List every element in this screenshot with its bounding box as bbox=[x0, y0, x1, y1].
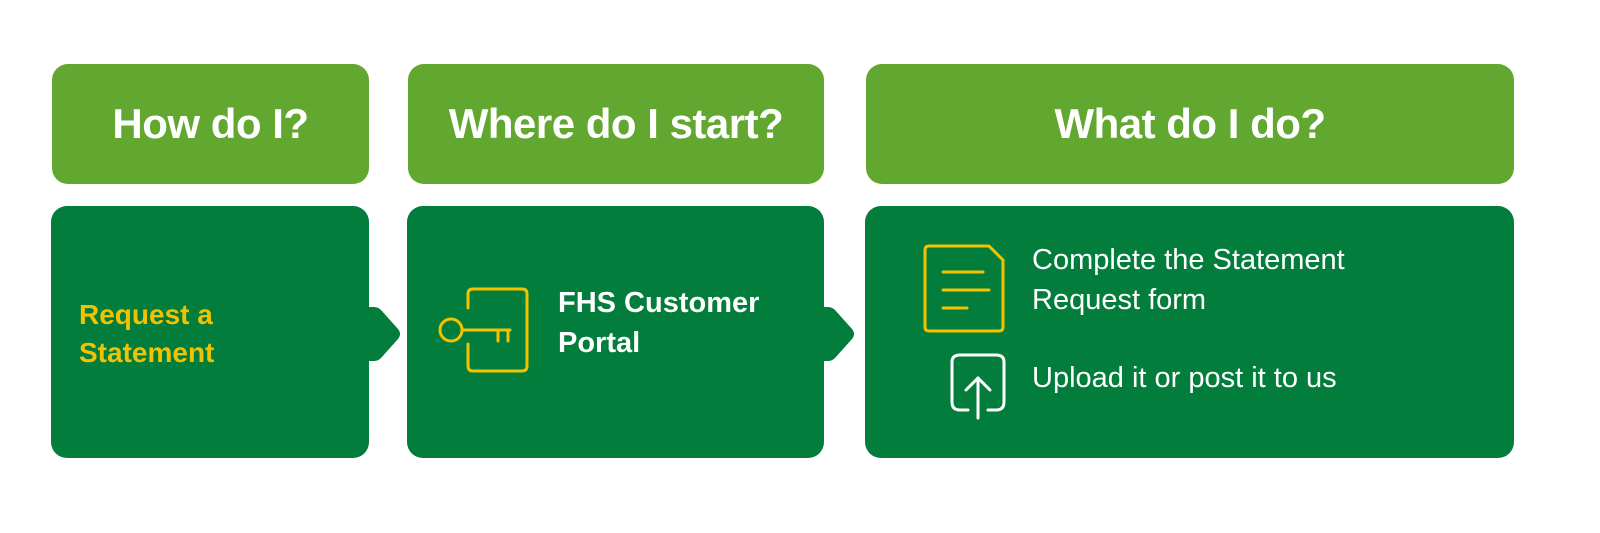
header-where-do-i-start: Where do I start? bbox=[408, 64, 824, 184]
key-icon bbox=[438, 287, 529, 373]
portal-line-1: FHS Customer bbox=[558, 287, 760, 319]
action-2-line-1: Upload it or post it to us bbox=[1032, 362, 1337, 394]
header-how-do-i: How do I? bbox=[52, 64, 369, 184]
arrow-portal-to-actions-icon bbox=[814, 307, 854, 361]
request-statement-label: Request a Statement bbox=[79, 296, 349, 372]
header-what-label: What do I do? bbox=[1054, 100, 1326, 147]
upload-icon bbox=[950, 353, 1006, 420]
action-upload-or-post: Upload it or post it to us bbox=[1032, 358, 1337, 398]
portal-label: FHS Customer Portal bbox=[558, 283, 808, 363]
portal-line-2: Portal bbox=[558, 327, 641, 359]
action-complete-form: Complete the Statement Request form bbox=[1032, 240, 1345, 320]
arrow-request-to-portal-icon bbox=[360, 307, 400, 361]
header-what-do-i-do: What do I do? bbox=[866, 64, 1514, 184]
request-line-1: Request a bbox=[79, 299, 213, 330]
panel-request bbox=[51, 206, 369, 458]
panel-portal bbox=[407, 206, 824, 458]
action-1-line-2: Request form bbox=[1032, 284, 1207, 316]
header-how-label: How do I? bbox=[112, 100, 309, 147]
header-where-label: Where do I start? bbox=[448, 100, 784, 147]
document-icon bbox=[923, 244, 1005, 333]
action-1-line-1: Complete the Statement bbox=[1032, 244, 1345, 276]
request-line-2: Statement bbox=[79, 337, 215, 368]
